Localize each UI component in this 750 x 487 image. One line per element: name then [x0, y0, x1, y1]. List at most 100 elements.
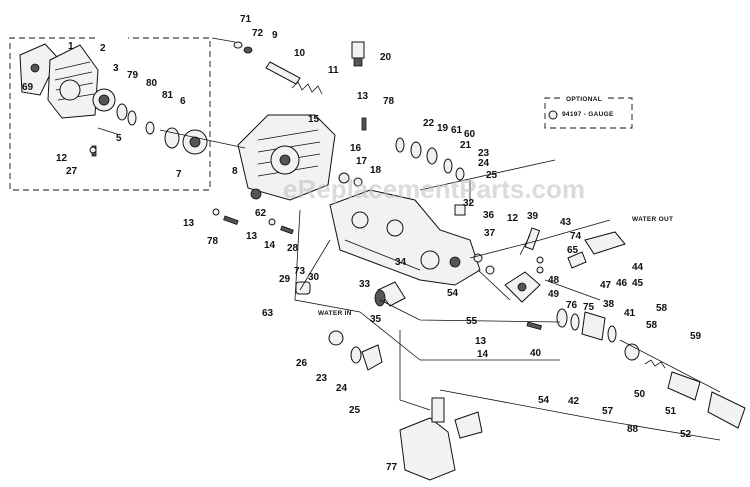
- callout-29: 29: [279, 274, 291, 285]
- callout-81: 81: [162, 90, 174, 101]
- callout-48: 48: [548, 275, 560, 286]
- callout-59: 59: [690, 331, 702, 342]
- gear-part-3: [92, 88, 116, 112]
- callout-75: 75: [583, 302, 595, 313]
- callout-63: 63: [262, 308, 274, 319]
- callout-43: 43: [560, 217, 572, 228]
- callout-39: 39: [527, 211, 539, 222]
- gear-housing-part-2: [47, 44, 99, 119]
- callout-7: 7: [176, 169, 182, 180]
- callout-26: 26: [296, 358, 308, 369]
- optional-title: OPTIONAL: [566, 96, 602, 103]
- callout-71: 71: [240, 14, 252, 25]
- callout-11: 11: [328, 65, 339, 76]
- callout-38: 38: [603, 299, 615, 310]
- callout-8: 8: [232, 166, 238, 177]
- subassembly-dashed-box: [9, 37, 211, 191]
- callout-32: 32: [463, 198, 475, 209]
- water-in-label: WATER IN: [318, 310, 352, 317]
- callout-50: 50: [634, 389, 646, 400]
- callout-28: 28: [287, 243, 299, 254]
- callout-55: 55: [466, 316, 478, 327]
- water-inlet-fitting: [374, 281, 406, 307]
- unloader-valve-stack: [524, 227, 617, 343]
- callout-25: 25: [486, 170, 498, 181]
- gear-part-7: [164, 127, 208, 155]
- cap-part-63: [295, 281, 311, 295]
- callout-17: 17: [356, 156, 368, 167]
- callout-30: 30: [308, 272, 320, 283]
- callout-14: 14: [264, 240, 276, 251]
- optional-gauge-box: OPTIONAL 94197 - GAUGE: [544, 96, 633, 129]
- callout-80: 80: [146, 78, 158, 89]
- callout-73: 73: [294, 266, 306, 277]
- callout-5: 5: [116, 133, 122, 144]
- pump-manifold: [329, 189, 481, 286]
- optional-gauge-text: 94197 - GAUGE: [562, 111, 614, 118]
- callout-3: 3: [113, 63, 119, 74]
- callout-numbers: 1 2 3 79 80 81 6 5 69 12 27 7 71 72 9 10…: [22, 14, 702, 473]
- callout-36: 36: [483, 210, 495, 221]
- callout-65: 65: [567, 245, 579, 256]
- callout-69: 69: [22, 82, 34, 93]
- callout-57: 57: [602, 406, 614, 417]
- check-valve-parts: [454, 204, 495, 275]
- callout-35: 35: [370, 314, 382, 325]
- callout-34: 34: [395, 257, 407, 268]
- outlet-fitting: [567, 231, 626, 269]
- callout-88: 88: [627, 424, 639, 435]
- callout-60: 60: [464, 129, 476, 140]
- callout-79: 79: [127, 70, 139, 81]
- callout-20: 20: [380, 52, 392, 63]
- callout-77: 77: [386, 462, 398, 473]
- inlet-parts-23-26: [328, 330, 383, 371]
- callout-10: 10: [294, 48, 306, 59]
- callout-13: 13: [357, 91, 369, 102]
- callout-15: 15: [308, 114, 320, 125]
- piston-seal-stack: [395, 137, 465, 181]
- callout-76: 76: [566, 300, 578, 311]
- callout-2: 2: [100, 43, 106, 54]
- callout-19: 19: [437, 123, 449, 134]
- callout-42: 42: [568, 396, 580, 407]
- callout-54-lower: 54: [538, 395, 550, 406]
- unloader-block: [504, 271, 541, 303]
- callout-6: 6: [180, 96, 186, 107]
- callout-52: 52: [680, 429, 692, 440]
- shaft-parts-71-10: [211, 37, 301, 85]
- callout-9: 9: [272, 30, 278, 41]
- callout-27: 27: [66, 166, 78, 177]
- callout-51: 51: [665, 406, 677, 417]
- callout-54-upper: 54: [447, 288, 459, 299]
- callout-24: 24: [478, 158, 490, 169]
- callout-44: 44: [632, 262, 644, 273]
- screw-part-27: [89, 145, 97, 157]
- screw-part-78-top: [361, 117, 367, 131]
- callout-18: 18: [370, 165, 382, 176]
- gauge-icon: [548, 110, 558, 120]
- callout-16: 16: [350, 143, 362, 154]
- callout-78-left: 78: [207, 236, 219, 247]
- callout-37: 37: [484, 228, 496, 239]
- callout-45: 45: [632, 278, 644, 289]
- hose-fittings: [624, 343, 746, 429]
- screw-parts-13-78: [212, 188, 294, 235]
- plug-part-20: [351, 41, 365, 67]
- bearing-parts-16-18: [338, 172, 363, 187]
- callout-47: 47: [600, 280, 612, 291]
- spring-part-11: [291, 81, 323, 95]
- spray-gun-part-77: [399, 397, 483, 481]
- water-out-label: WATER OUT: [632, 216, 673, 223]
- callout-61: 61: [451, 125, 463, 136]
- callout-14-lower: 14: [477, 349, 489, 360]
- callout-58-upper: 58: [656, 303, 668, 314]
- callout-25-lower: 25: [349, 405, 361, 416]
- callout-58-lower: 58: [646, 320, 658, 331]
- callout-22: 22: [423, 118, 435, 129]
- seal-ring-parts: [116, 103, 155, 135]
- callout-1: 1: [68, 41, 74, 52]
- callout-12: 12: [56, 153, 68, 164]
- callout-21: 21: [460, 140, 472, 151]
- bolt-part-40: [526, 321, 543, 330]
- callout-49: 49: [548, 289, 560, 300]
